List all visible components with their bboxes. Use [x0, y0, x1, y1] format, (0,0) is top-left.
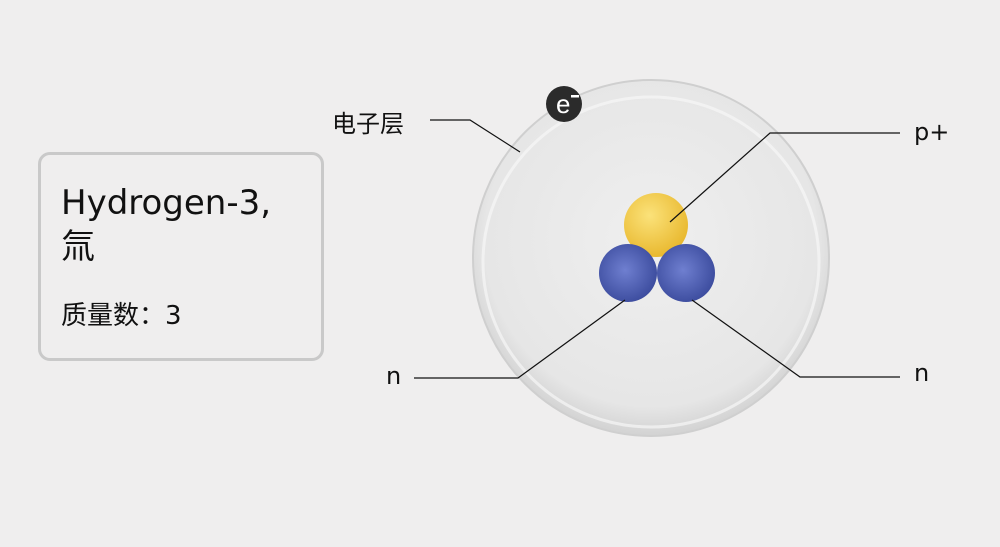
info-card: Hydrogen-3,氚 质量数：3 — [38, 152, 324, 361]
neutron-right — [657, 244, 715, 302]
label-proton: p+ — [914, 118, 950, 146]
leader-neutron-left — [414, 299, 626, 379]
leader-proton — [669, 132, 900, 223]
neutron-left — [599, 244, 657, 302]
leader-neutron-right — [691, 299, 900, 378]
isotope-name: Hydrogen-3,氚 — [61, 183, 272, 267]
proton — [624, 193, 688, 257]
mass-number: 质量数：3 — [61, 301, 182, 331]
leader-electron-shell — [430, 119, 521, 153]
label-neutron-left: n — [386, 362, 402, 390]
label-electron-shell: 电子层 — [332, 110, 404, 138]
svg-text:e: e — [556, 89, 570, 119]
label-neutron-right: n — [914, 359, 930, 387]
